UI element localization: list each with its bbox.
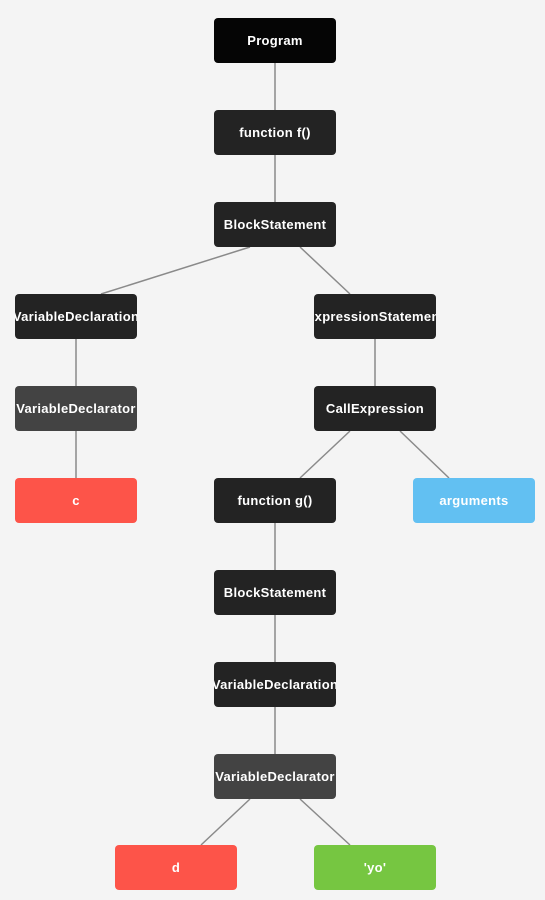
edge-n12-n13 xyxy=(200,798,251,846)
node-label: VariableDeclaration xyxy=(214,677,336,692)
node-label: VariableDeclarator xyxy=(215,769,335,784)
edge-n12-n14 xyxy=(299,798,351,846)
node-arguments: arguments xyxy=(413,478,535,523)
node-label: CallExpression xyxy=(325,401,425,416)
node-variable-declarator-inner: VariableDeclarator xyxy=(214,754,336,799)
node-call-expression: CallExpression xyxy=(314,386,436,431)
node-label: arguments xyxy=(439,493,509,508)
node-function-f: function f() xyxy=(214,110,336,155)
node-label: function f() xyxy=(239,125,311,140)
node-variable-declaration-outer: VariableDeclaration xyxy=(15,294,137,339)
node-label: d xyxy=(171,860,181,875)
node-label: BlockStatement xyxy=(223,217,327,232)
node-block-statement-inner: BlockStatement xyxy=(214,570,336,615)
node-identifier-d: d xyxy=(115,845,237,890)
node-block-statement-outer: BlockStatement xyxy=(214,202,336,247)
node-expression-statement: ExpressionStatement xyxy=(314,294,436,339)
node-label: VariableDeclarator xyxy=(16,401,136,416)
node-literal-yo: 'yo' xyxy=(314,845,436,890)
edge-n6-n8 xyxy=(299,430,351,479)
node-label: VariableDeclaration xyxy=(15,309,137,324)
node-label: 'yo' xyxy=(363,860,387,875)
edge-n2-n4 xyxy=(299,246,351,295)
node-label: c xyxy=(72,493,80,508)
node-label: Program xyxy=(247,33,303,48)
node-label: BlockStatement xyxy=(223,585,327,600)
node-label: ExpressionStatement xyxy=(314,309,436,324)
edge-n2-n3 xyxy=(100,246,251,295)
node-program: Program xyxy=(214,18,336,63)
node-variable-declaration-inner: VariableDeclaration xyxy=(214,662,336,707)
edge-n6-n9 xyxy=(399,430,450,479)
node-variable-declarator-outer: VariableDeclarator xyxy=(15,386,137,431)
node-identifier-c: c xyxy=(15,478,137,523)
node-function-g: function g() xyxy=(214,478,336,523)
node-label: function g() xyxy=(237,493,313,508)
